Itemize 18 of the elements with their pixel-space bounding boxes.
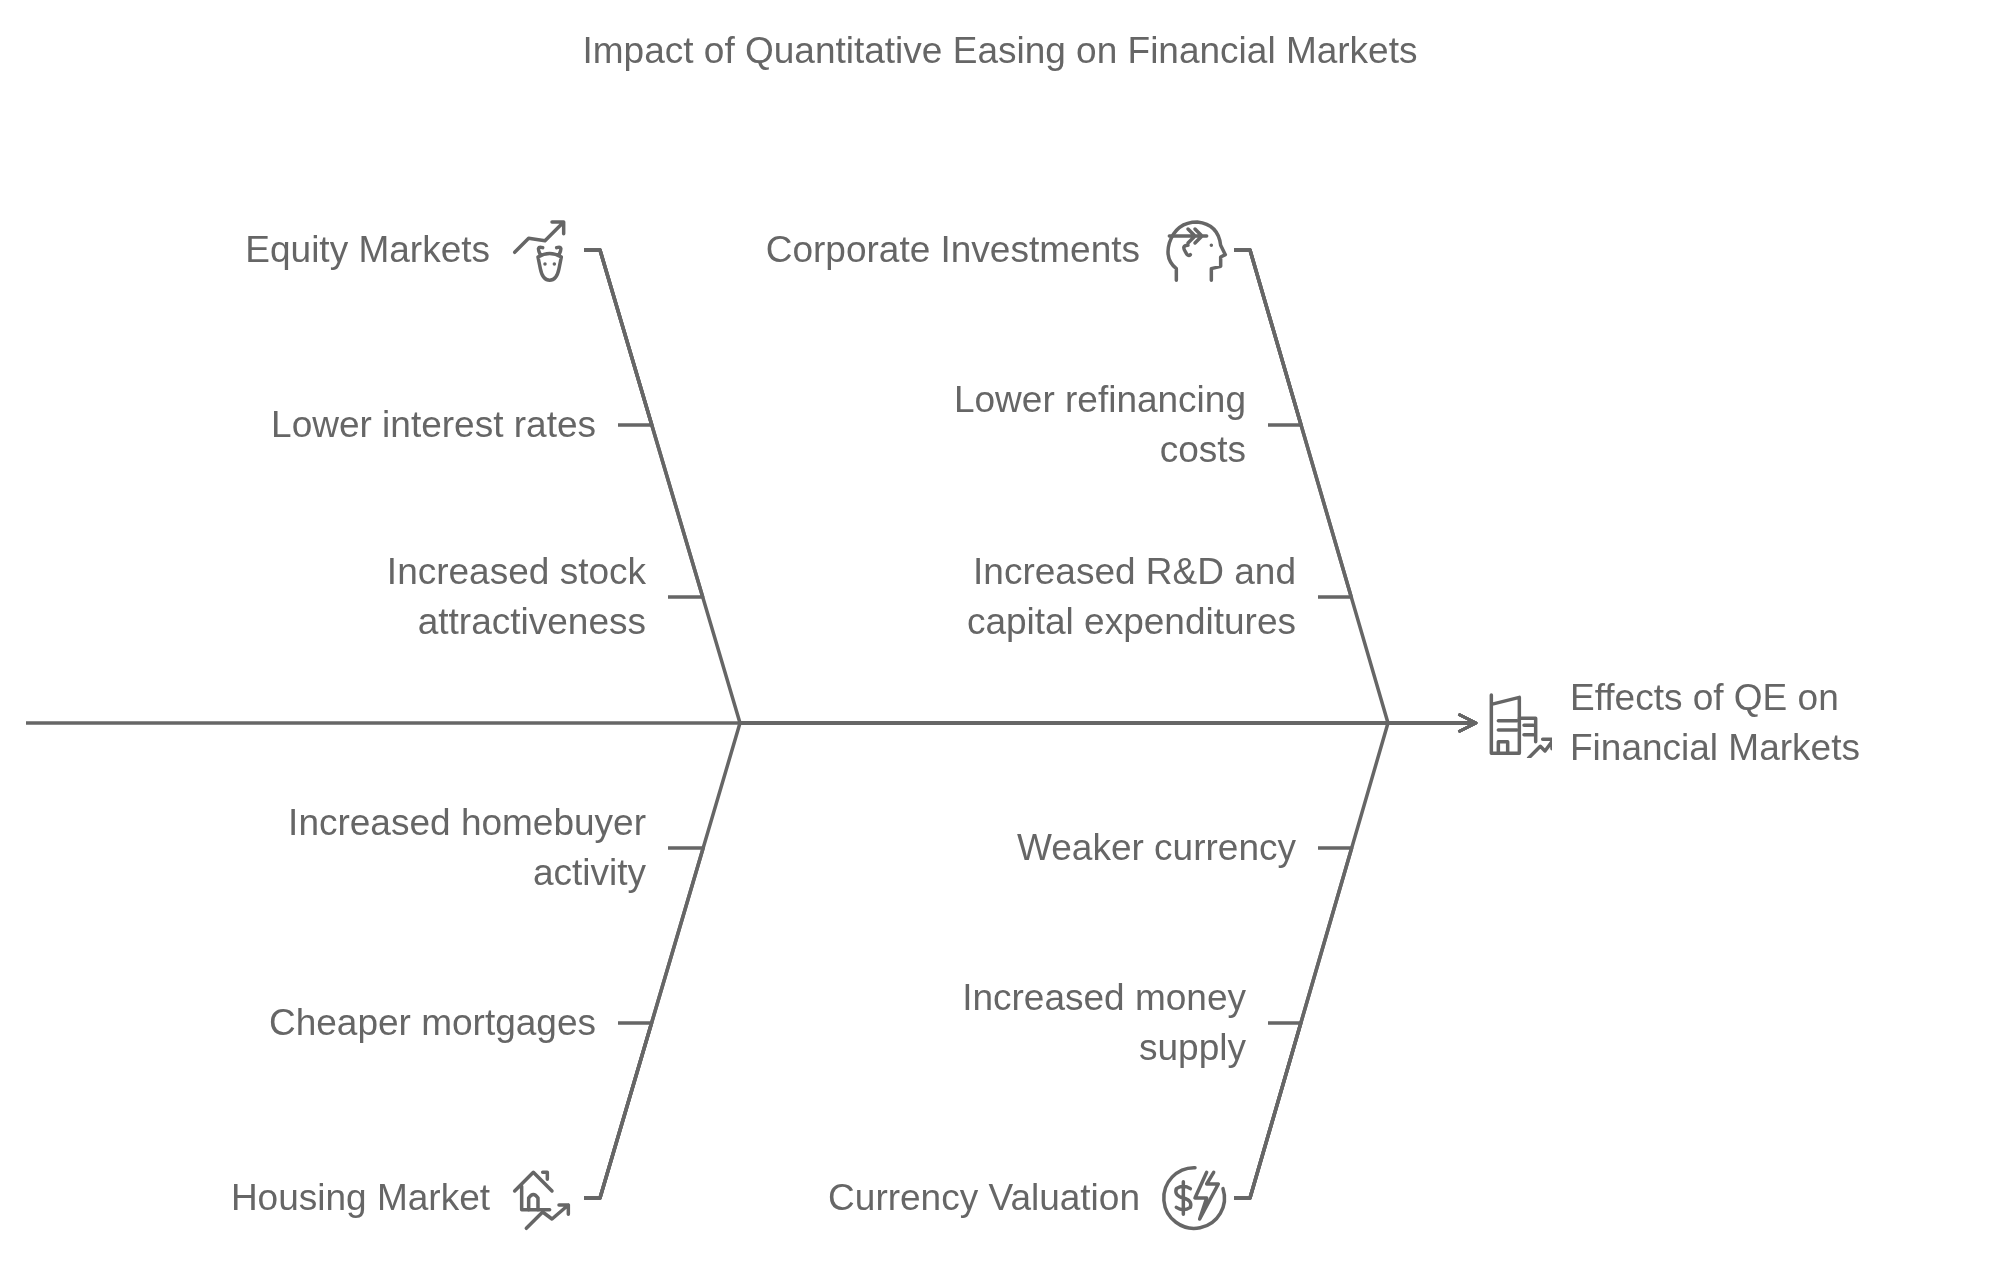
effect-label: Effects of QE on Financial Markets — [1570, 676, 1861, 770]
cause-label: Increased homebuyer activity — [288, 798, 668, 898]
category-label: Equity Markets — [245, 228, 490, 272]
cause-label: Lower interest rates — [178, 400, 618, 450]
tick-line — [584, 248, 705, 599]
diagram-title: Impact of Quantitative Easing on Financial Markets — [581, 29, 1419, 73]
cause-label: Increased money supply — [888, 973, 1268, 1073]
cause-label: Weaker currency — [878, 823, 1318, 873]
category-label: Currency Valuation — [828, 1176, 1140, 1220]
tick-line — [1234, 1021, 1303, 1200]
tick-line — [584, 1021, 654, 1200]
cause-label: Lower refinancing costs — [888, 375, 1268, 475]
cause-label: Cheaper mortgages — [178, 998, 618, 1048]
tick-line — [1234, 248, 1353, 599]
cause-label: Increased R&D and capital expenditures — [878, 547, 1318, 647]
cause-label: Increased stock attractiveness — [288, 547, 668, 647]
category-label: Corporate Investments — [765, 228, 1140, 272]
category-label: Housing Market — [230, 1176, 490, 1220]
